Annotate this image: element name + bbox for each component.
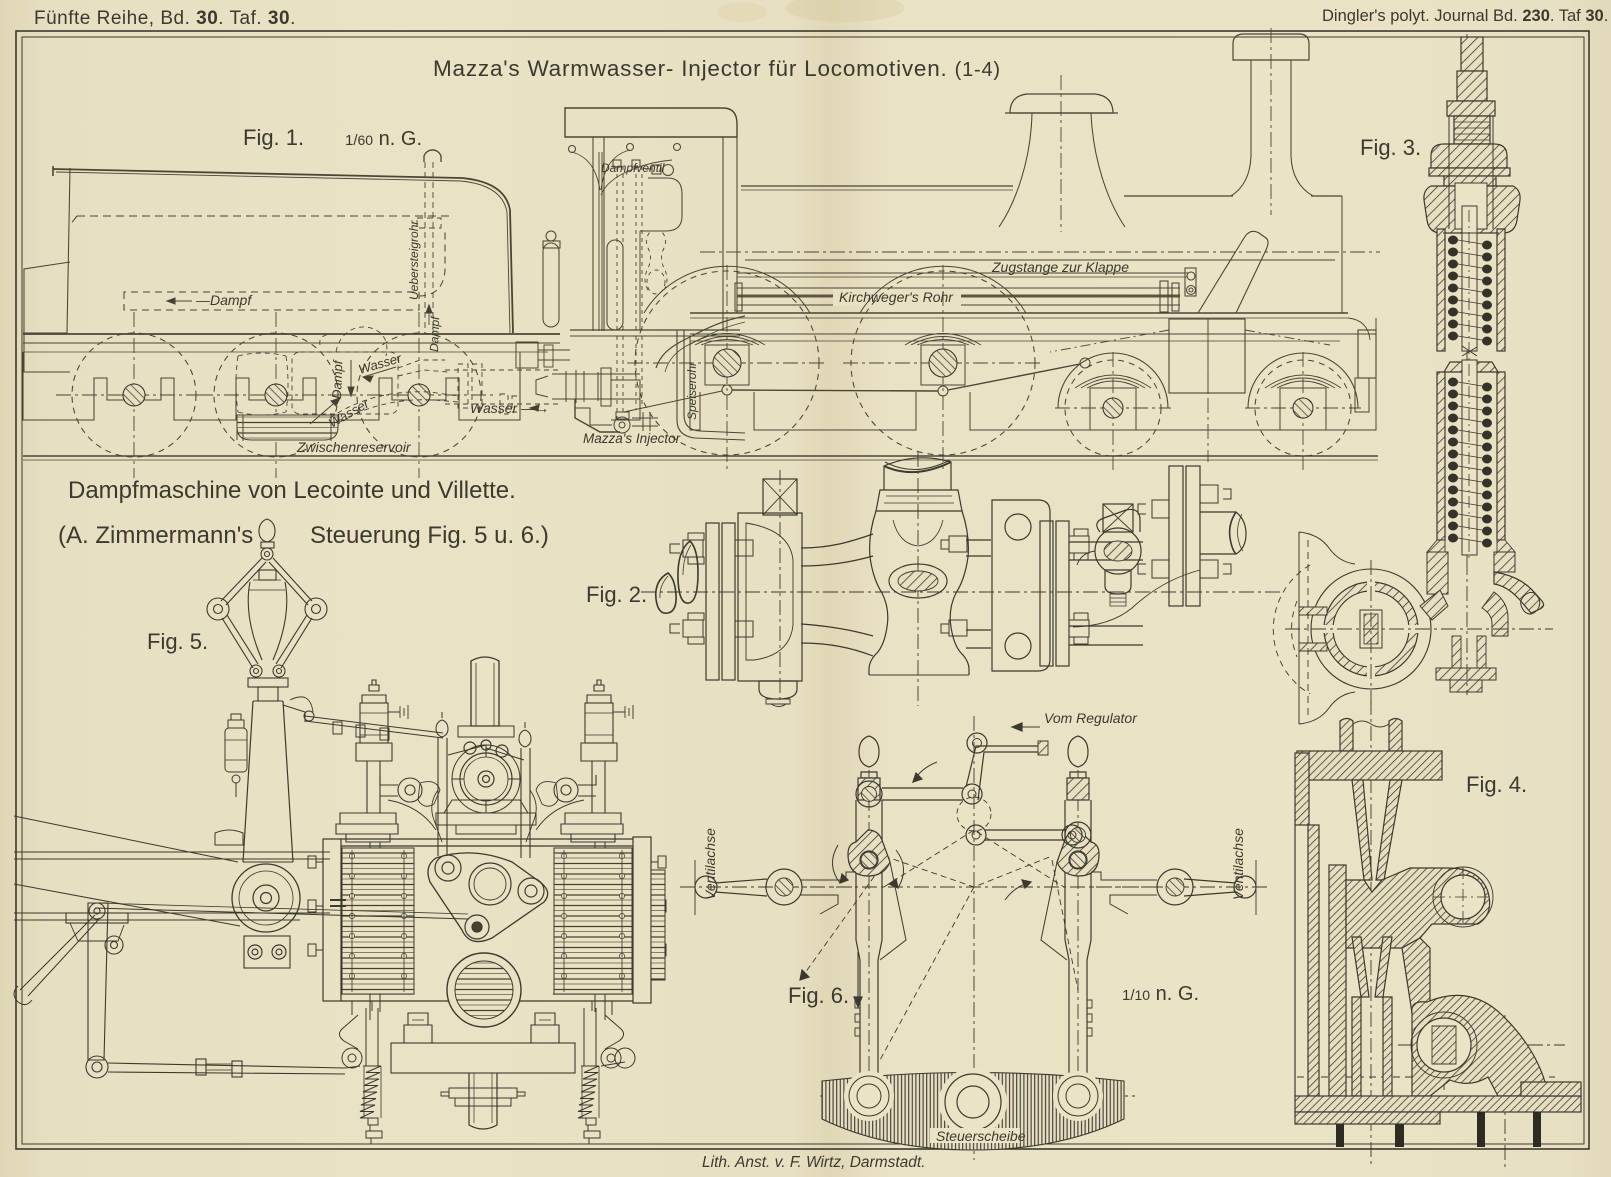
- svg-text:Kirchweger's Rohr: Kirchweger's Rohr: [839, 289, 954, 305]
- svg-text:Fünfte Reihe, Bd. 30. Taf. 3: Fünfte Reihe, Bd. 30. Taf. 30.: [34, 8, 296, 29]
- svg-text:(A. Zimmermann's: (A. Zimmermann's: [58, 522, 253, 549]
- svg-text:Zwischenreservoir: Zwischenreservoir: [296, 439, 412, 455]
- svg-text:Fig. 5.: Fig. 5.: [147, 629, 208, 654]
- svg-text:Dampfventil: Dampfventil: [601, 161, 665, 175]
- svg-text:Fig. 6.: Fig. 6.: [788, 983, 849, 1008]
- svg-text:Fig. 1.: Fig. 1.: [243, 125, 304, 150]
- svg-text:Zugstange zur Klappe: Zugstange zur Klappe: [991, 259, 1129, 275]
- svg-text:Dingler's polyt. Journal Bd.: Dingler's polyt. Journal Bd. 230. Taf 30…: [1322, 7, 1608, 25]
- svg-text:—Dampf: —Dampf: [195, 292, 253, 308]
- svg-text:Mazza's Warmwasser- Injector: Mazza's Warmwasser- Injector für Locomot…: [433, 56, 1001, 81]
- svg-text:Fig. 3.: Fig. 3.: [1360, 135, 1421, 160]
- svg-text:Ventilachse: Ventilachse: [1230, 828, 1246, 900]
- svg-text:1/60 n. G.: 1/60 n. G.: [345, 128, 422, 150]
- svg-text:Steuerung Fig. 5 u. 6.): Steuerung Fig. 5 u. 6.): [310, 522, 549, 549]
- svg-text:Mazza's Injector: Mazza's Injector: [583, 431, 681, 446]
- svg-text:Wasser —→: Wasser —→: [470, 400, 549, 416]
- svg-text:Steuerscheibe: Steuerscheibe: [936, 1128, 1026, 1144]
- svg-text:1/10 n. G.: 1/10 n. G.: [1122, 983, 1199, 1005]
- svg-text:Vom Regulator: Vom Regulator: [1044, 710, 1138, 726]
- svg-text:Dampf: Dampf: [329, 359, 345, 399]
- svg-text:Dampf: Dampf: [427, 315, 442, 352]
- svg-text:Ventilachse: Ventilachse: [702, 828, 718, 900]
- svg-text:Dampfmaschine von Lecointe: Dampfmaschine von Lecointe und Villette.: [68, 477, 516, 504]
- svg-text:Speiserohr: Speiserohr: [685, 361, 699, 420]
- svg-text:Fig. 4.: Fig. 4.: [1466, 772, 1527, 797]
- svg-text:Uebersteigrohr: Uebersteigrohr: [407, 220, 421, 300]
- svg-text:Lith. Anst. v. F. Wirtz, Da: Lith. Anst. v. F. Wirtz, Darmstadt.: [702, 1154, 926, 1171]
- svg-text:Fig. 2.: Fig. 2.: [586, 582, 647, 607]
